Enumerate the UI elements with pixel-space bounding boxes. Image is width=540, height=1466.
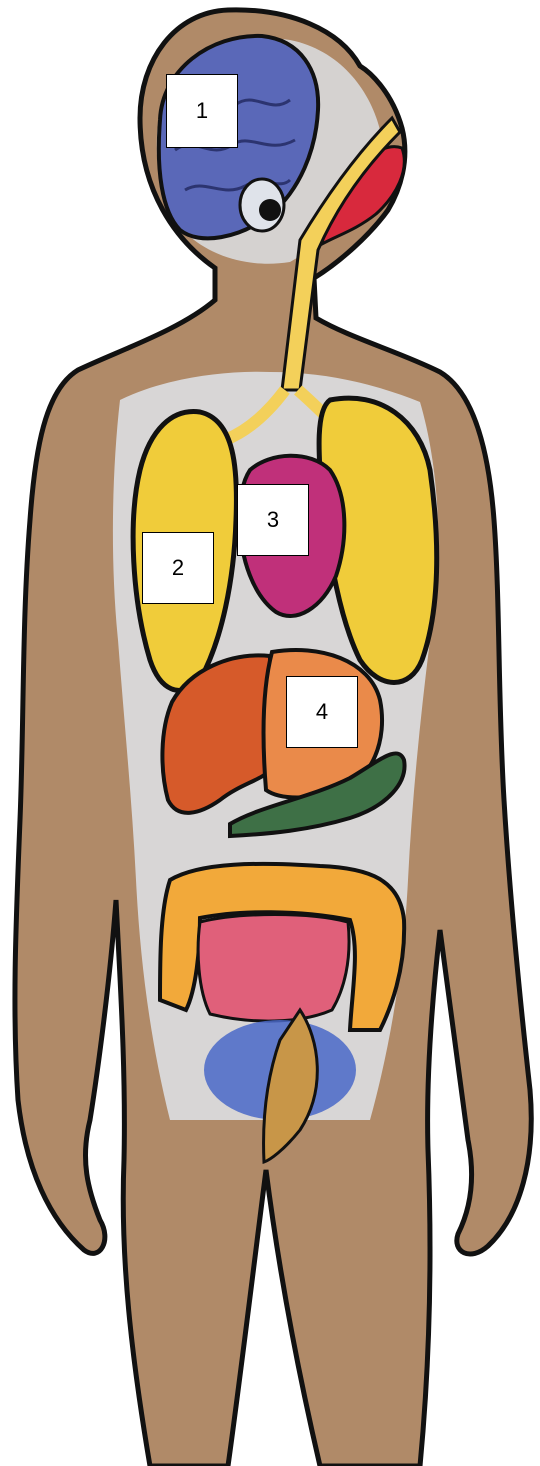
label-box-brain: 1 xyxy=(166,74,238,148)
ear-canal xyxy=(259,199,281,221)
label-box-heart: 3 xyxy=(237,484,309,556)
label-box-lungs: 2 xyxy=(142,532,214,604)
label-number: 4 xyxy=(316,699,328,725)
label-number: 1 xyxy=(196,98,208,124)
label-number: 2 xyxy=(172,555,184,581)
label-box-stomach: 4 xyxy=(286,676,358,748)
small-intestine xyxy=(198,915,349,1022)
label-number: 3 xyxy=(267,507,279,533)
